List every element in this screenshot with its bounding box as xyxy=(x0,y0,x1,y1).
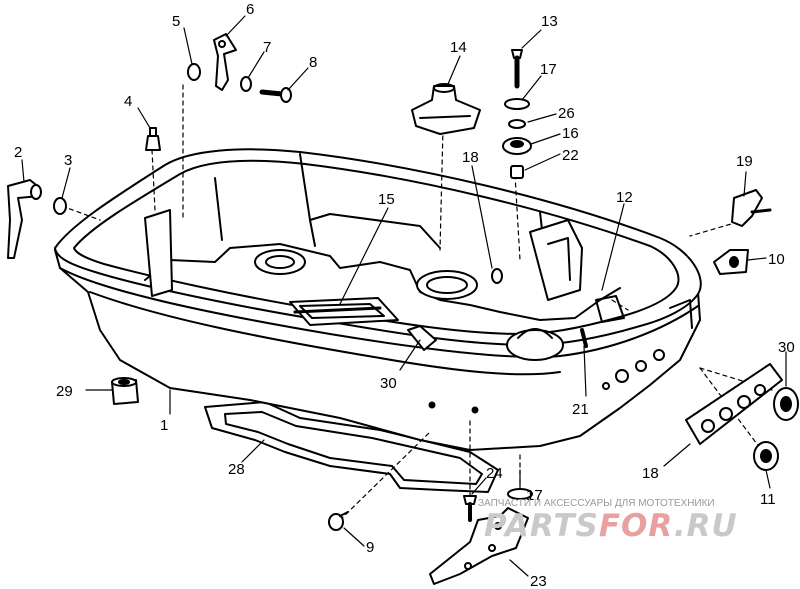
part-17-washer-top xyxy=(504,98,530,110)
part-19-fitting xyxy=(731,189,772,227)
callout-30: 30 xyxy=(380,375,397,392)
part-14-boot xyxy=(411,83,481,135)
callout-18-top: 18 xyxy=(462,149,479,166)
callout-9: 9 xyxy=(366,539,374,556)
callout-15: 15 xyxy=(378,191,395,208)
part-18-washer xyxy=(491,268,503,284)
callout-28: 29 xyxy=(56,383,73,400)
callout-5: 5 xyxy=(172,13,180,30)
callout-29: 30 xyxy=(778,339,795,356)
part-4-fitting xyxy=(145,127,161,151)
part-21-screw xyxy=(580,328,588,348)
part-17-washer-bottom xyxy=(507,488,533,500)
part-7-washer xyxy=(240,76,252,92)
callout-11: 11 xyxy=(760,491,776,508)
callout-6: 6 xyxy=(246,1,254,18)
callout-7: 7 xyxy=(263,39,271,56)
watermark-logo: PARTSFOR.RU xyxy=(484,508,738,544)
part-13-bolt xyxy=(511,49,523,89)
callout-27: 28 xyxy=(228,461,245,478)
callout-24: 24 xyxy=(486,465,503,482)
part-2-lever xyxy=(7,179,42,259)
part-28-grommet xyxy=(111,377,139,405)
part-1-lower-pan xyxy=(54,148,702,451)
part-22-sleeve xyxy=(510,165,524,179)
part-18-plate xyxy=(685,363,783,445)
part-16-grommet xyxy=(502,137,532,155)
part-26-washer xyxy=(508,119,526,129)
callout-17-bottom: 17 xyxy=(526,487,543,504)
callout-17-top: 17 xyxy=(540,61,557,78)
callout-13: 13 xyxy=(541,13,558,30)
part-29-grommet xyxy=(773,387,799,421)
watermark-logo-part-c: .RU xyxy=(673,508,738,544)
callout-2: 2 xyxy=(14,144,22,161)
part-24-bolt xyxy=(463,495,477,522)
callout-14: 14 xyxy=(450,39,467,56)
watermark-logo-part-a: PARTS xyxy=(484,508,599,544)
callout-3: 3 xyxy=(64,152,72,169)
callout-22: 22 xyxy=(562,147,579,164)
callout-10: 10 xyxy=(768,251,785,268)
callout-8: 8 xyxy=(309,54,317,71)
part-27-gasket xyxy=(204,401,499,493)
part-8-bolt xyxy=(259,87,292,103)
part-9-knob xyxy=(328,511,349,531)
callout-26: 26 xyxy=(558,105,575,122)
part-11-grommet xyxy=(753,441,779,471)
callout-21: 21 xyxy=(572,401,589,418)
watermark-logo-part-b: FOR xyxy=(598,508,674,544)
callout-leaders xyxy=(21,15,787,577)
callout-19: 19 xyxy=(736,153,753,170)
part-5-washer xyxy=(187,63,201,81)
part-10-grommet xyxy=(713,249,749,275)
callout-1: 1 xyxy=(160,417,168,434)
part-3-washer xyxy=(53,197,67,215)
callout-12: 12 xyxy=(616,189,633,206)
part-6-latch xyxy=(213,33,237,91)
callout-4: 4 xyxy=(124,93,132,110)
callout-18-bottom: 18 xyxy=(642,465,659,482)
part-23-bracket xyxy=(429,507,529,585)
callout-16: 16 xyxy=(562,125,579,142)
callout-labels: 5 6 7 8 4 2 3 13 14 17 26 16 22 18 15 12… xyxy=(14,1,795,589)
watermark-tagline: ЗАПЧАСТИ И АКСЕССУАРЫ ДЛЯ МОТОТЕХНИКИ xyxy=(478,498,715,509)
callout-23: 23 xyxy=(530,573,547,589)
